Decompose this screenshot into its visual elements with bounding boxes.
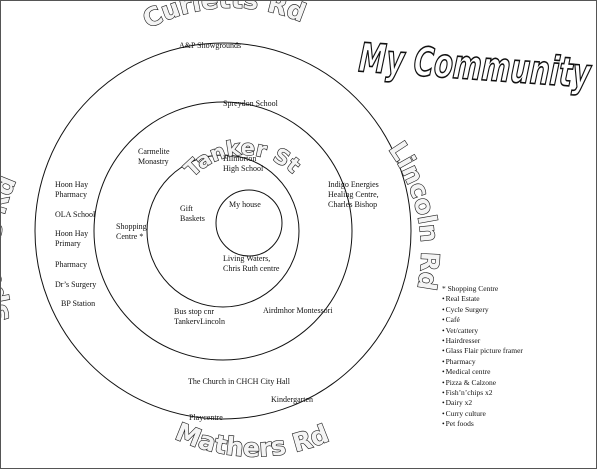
shopping-centre-heading: * Shopping Centre — [442, 284, 499, 293]
middle-top-label: Spreydon School — [223, 99, 278, 108]
list-item: Curry culture — [442, 409, 523, 419]
middle-bottom-right-label: Airdmhor Montessori — [263, 306, 333, 315]
list-item: Pharmacy — [442, 357, 523, 367]
outer-left-item-4: Pharmacy — [55, 260, 87, 269]
list-item: Medical centre — [442, 367, 523, 377]
inner-top-label: Hilmorton High School — [223, 154, 264, 173]
list-item: Fish’n’chips x2 — [442, 388, 523, 398]
road-label-north: Curletts Rd — [138, 1, 309, 34]
shopping-centre-list: * Shopping Centre Real Estate Cycle Surg… — [442, 284, 523, 430]
middle-top-left-label: Carmelite Monastry — [138, 147, 170, 166]
outer-top-label: A&P Showgrounds — [179, 41, 242, 50]
list-item: Café — [442, 315, 523, 325]
list-item: Cycle Surgery — [442, 305, 523, 315]
outer-left-item-5: Dr’s Surgery — [55, 280, 97, 289]
road-label-east: Lincoln Rd — [383, 136, 444, 292]
inner-ring — [146, 154, 300, 308]
outer-left-item-6: BP Station — [61, 299, 96, 308]
road-label-south: Mathers Rd — [172, 417, 333, 463]
middle-bottom-left-label: Bus stop cnr TankervLincoln — [174, 307, 225, 326]
page-title: My Community — [357, 35, 593, 97]
middle-left-label: Shopping Centre * — [116, 222, 147, 241]
inner-bottom-label: Living Waters, Chris Ruth centre — [223, 254, 280, 273]
middle-right-label: Indigo Energies Healing Centre, Charles … — [328, 180, 379, 209]
road-label-west: Sparks Rd — [1, 172, 22, 326]
list-item: Glass Flair picture framer — [442, 346, 523, 356]
outer-left-item-1: Hoon Hay Pharmacy — [55, 180, 89, 199]
outer-left-item-3: Hoon Hay Primary — [55, 229, 89, 248]
outer-left-item-2: OLA School — [55, 210, 96, 219]
outer-bottom-far-label: Playcentre — [189, 413, 223, 422]
list-item: Pet foods — [442, 419, 523, 429]
outer-bottom-right-label: Kindergarten — [271, 395, 314, 404]
center-ring — [215, 189, 283, 257]
list-item: Vet/cattery — [442, 326, 523, 336]
outer-bottom-label: The Church in CHCH City Hall — [188, 377, 290, 386]
list-item: Pizza & Calzone — [442, 378, 523, 388]
list-item: Real Estate — [442, 294, 523, 304]
list-item: Hairdresser — [442, 336, 523, 346]
outer-ring — [34, 42, 412, 420]
inner-left-label: Gift Baskets — [180, 204, 205, 223]
list-item: Dairy x2 — [442, 398, 523, 408]
center-label: My house — [229, 200, 261, 209]
middle-ring — [93, 101, 353, 361]
